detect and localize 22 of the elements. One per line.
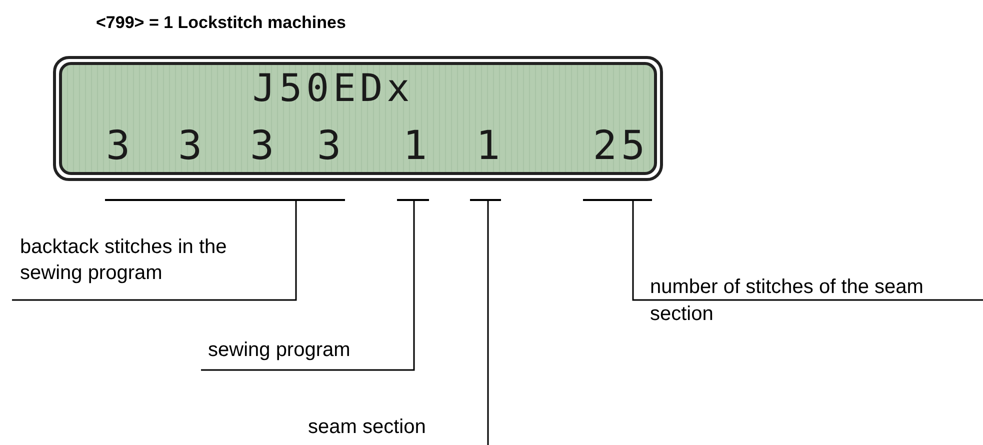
leader-line xyxy=(12,201,297,301)
leader-line xyxy=(632,201,983,301)
bracket-line xyxy=(397,199,429,201)
display-digit: 25 xyxy=(581,121,661,171)
callout-label: seam section xyxy=(308,414,478,444)
bracket-line xyxy=(105,199,345,201)
display-digit: 1 xyxy=(469,121,511,171)
bracket-line xyxy=(470,199,501,201)
lcd-display xyxy=(53,56,663,181)
callout-label: number of stitches of the seam section xyxy=(650,274,960,334)
display-digit: 1 xyxy=(396,121,438,171)
display-text: J50EDx xyxy=(251,65,415,111)
display-digit: 3 xyxy=(99,121,141,171)
display-digit: 3 xyxy=(243,121,285,171)
title: <799> = 1 Lockstitch machines xyxy=(96,12,346,34)
leader-line xyxy=(487,201,489,445)
display-digit: 3 xyxy=(171,121,213,171)
leader-line xyxy=(201,201,415,371)
callout-label: backtack stitches in the sewing program xyxy=(20,234,290,294)
bracket-line xyxy=(583,199,652,201)
callout-label: sewing program xyxy=(208,337,408,367)
display-digit: 3 xyxy=(310,121,352,171)
